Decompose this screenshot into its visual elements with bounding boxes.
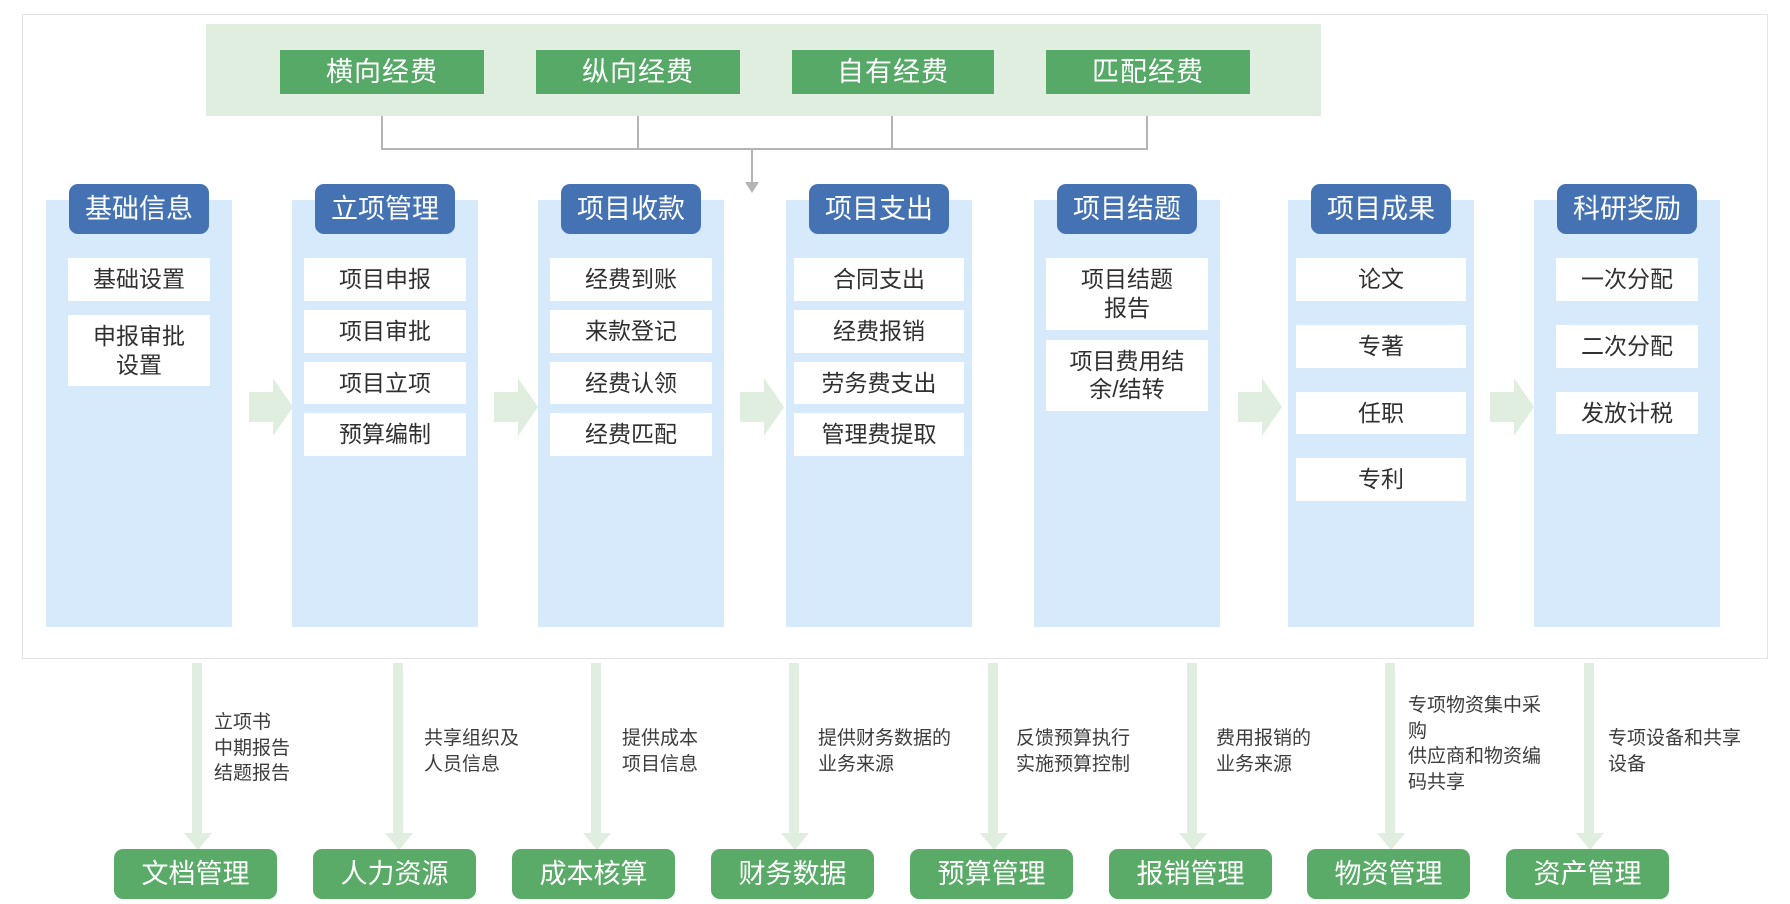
flow-arrow-icon	[494, 378, 538, 436]
integration-note-0: 立项书 中期报告 结题报告	[214, 712, 291, 785]
column-header-3[interactable]: 项目支出	[809, 184, 949, 234]
column-item[interactable]: 发放计税	[1556, 391, 1698, 435]
integration-note-3: 提供财务数据的 业务来源	[818, 728, 952, 775]
pipeline-column-outcomes: 项目成果 论文 专著 任职 专利	[1288, 184, 1474, 627]
column-item[interactable]: 来款登记	[550, 309, 712, 353]
flow-arrow-icon	[1490, 378, 1534, 436]
funding-chip-3[interactable]: 匹配经费	[1046, 50, 1250, 94]
module-button-finance[interactable]: 财务数据	[711, 849, 874, 899]
integration-arrow-icon	[184, 833, 212, 850]
bracket-stem-to-receipts	[751, 148, 753, 184]
integration-note-2: 提供成本 项目信息	[622, 728, 699, 775]
integration-note-5: 费用报销的 业务来源	[1216, 728, 1312, 775]
bracket-drop-1	[637, 116, 639, 148]
integration-stem-3	[789, 663, 799, 838]
funding-chip-2[interactable]: 自有经费	[792, 50, 994, 94]
column-item[interactable]: 经费到账	[550, 258, 712, 301]
integration-stem-2	[591, 663, 601, 838]
bracket-drop-0	[381, 116, 383, 148]
integration-arrow-icon	[1377, 833, 1405, 850]
column-item[interactable]: 预算编制	[304, 413, 466, 456]
column-item[interactable]: 二次分配	[1556, 324, 1698, 368]
column-item[interactable]: 项目申报	[304, 258, 466, 301]
column-item[interactable]: 申报审批 设置	[68, 314, 210, 387]
pipeline-column-receipts: 项目收款 经费到账 来款登记 经费认领 经费匹配	[538, 184, 724, 627]
module-button-hr[interactable]: 人力资源	[313, 849, 476, 899]
module-button-document[interactable]: 文档管理	[114, 849, 277, 899]
column-item[interactable]: 经费匹配	[550, 413, 712, 456]
pipeline-column-project-initiation: 立项管理 项目申报 项目审批 项目立项 预算编制	[292, 184, 478, 627]
funding-sources-band: 横向经费 纵向经费 自有经费 匹配经费	[206, 24, 1321, 116]
integration-arrow-icon	[980, 833, 1008, 850]
column-header-5[interactable]: 项目成果	[1311, 184, 1451, 234]
column-item[interactable]: 专利	[1296, 458, 1466, 501]
module-button-budget[interactable]: 预算管理	[910, 849, 1073, 899]
integration-arrow-icon	[781, 833, 809, 850]
column-item[interactable]: 经费认领	[550, 361, 712, 405]
column-item[interactable]: 项目审批	[304, 309, 466, 353]
pipeline-column-awards: 科研奖励 一次分配 二次分配 发放计税	[1534, 184, 1720, 627]
integration-note-7: 专项设备和共享 设备	[1608, 728, 1742, 775]
column-item[interactable]: 任职	[1296, 391, 1466, 435]
column-item[interactable]: 项目费用结 余/结转	[1046, 339, 1208, 411]
module-button-assets[interactable]: 资产管理	[1506, 849, 1669, 899]
pipeline-column-expenditure: 项目支出 合同支出 经费报销 劳务费支出 管理费提取	[786, 184, 972, 627]
integration-stem-5	[1187, 663, 1197, 838]
integration-stem-0	[192, 663, 202, 838]
integration-stem-1	[393, 663, 403, 838]
column-header-2[interactable]: 项目收款	[561, 184, 701, 234]
flow-arrow-icon	[1238, 378, 1282, 436]
bracket-rail	[381, 148, 1148, 150]
integration-arrow-icon	[385, 833, 413, 850]
column-header-6[interactable]: 科研奖励	[1557, 184, 1697, 234]
integration-note-4: 反馈预算执行 实施预算控制	[1016, 728, 1131, 775]
funding-chip-1[interactable]: 纵向经费	[536, 50, 740, 94]
integration-arrow-icon	[1179, 833, 1207, 850]
column-header-0[interactable]: 基础信息	[69, 184, 209, 234]
pipeline-column-closing: 项目结题 项目结题 报告 项目费用结 余/结转	[1034, 184, 1220, 627]
integration-arrow-icon	[583, 833, 611, 850]
column-item[interactable]: 基础设置	[68, 258, 210, 301]
column-item[interactable]: 专著	[1296, 324, 1466, 368]
column-item[interactable]: 管理费提取	[794, 413, 964, 456]
module-button-materials[interactable]: 物资管理	[1307, 849, 1470, 899]
column-item[interactable]: 论文	[1296, 258, 1466, 301]
bracket-drop-2	[891, 116, 893, 148]
column-item[interactable]: 合同支出	[794, 258, 964, 301]
funding-chip-0[interactable]: 横向经费	[280, 50, 484, 94]
column-item[interactable]: 经费报销	[794, 309, 964, 353]
module-button-reimbursement[interactable]: 报销管理	[1109, 849, 1272, 899]
column-header-4[interactable]: 项目结题	[1057, 184, 1197, 234]
integration-stem-6	[1385, 663, 1395, 838]
column-header-1[interactable]: 立项管理	[315, 184, 455, 234]
integration-arrow-icon	[1576, 833, 1604, 850]
integration-stem-7	[1584, 663, 1594, 838]
integration-note-6: 专项物资集中采 购 供应商和物资编 码共享	[1408, 695, 1542, 793]
column-item[interactable]: 项目结题 报告	[1046, 258, 1208, 330]
flow-arrow-icon	[740, 378, 784, 436]
column-item[interactable]: 劳务费支出	[794, 361, 964, 405]
integration-note-1: 共享组织及 人员信息	[424, 728, 520, 775]
integration-stem-4	[988, 663, 998, 838]
bracket-arrowhead	[745, 182, 759, 193]
module-button-cost[interactable]: 成本核算	[512, 849, 675, 899]
pipeline-column-basic-info: 基础信息 基础设置 申报审批 设置	[46, 184, 232, 627]
bracket-drop-3	[1146, 116, 1148, 148]
column-item[interactable]: 项目立项	[304, 361, 466, 405]
flow-arrow-icon	[249, 378, 293, 436]
column-item[interactable]: 一次分配	[1556, 258, 1698, 301]
